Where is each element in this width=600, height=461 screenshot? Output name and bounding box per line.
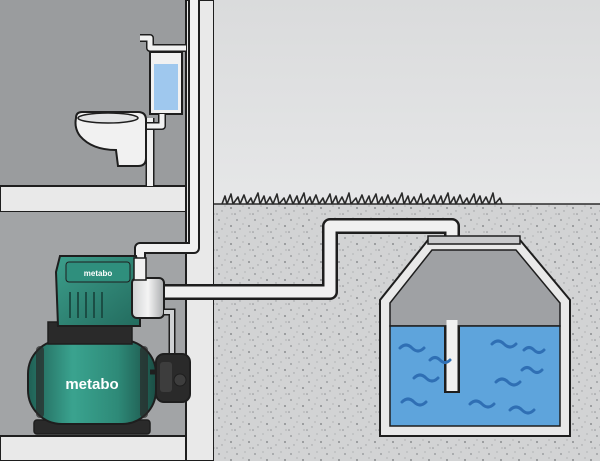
rainwater-cistern-icon <box>379 235 571 437</box>
pressure-pump-icon: metabo metabo <box>27 255 191 435</box>
grass-line <box>214 192 600 205</box>
basement-floor <box>0 435 197 461</box>
sky-area <box>214 0 600 204</box>
cistern-lid <box>427 235 521 245</box>
motor-brand-label: metabo <box>84 269 113 278</box>
floor-slab <box>0 185 197 213</box>
toilet-bowl <box>74 111 147 167</box>
water-waves <box>398 339 546 415</box>
supply-pipe <box>134 0 200 262</box>
tank-brand-label: metabo <box>65 376 118 393</box>
pump-head <box>131 277 165 319</box>
toilet-icon <box>74 34 186 186</box>
